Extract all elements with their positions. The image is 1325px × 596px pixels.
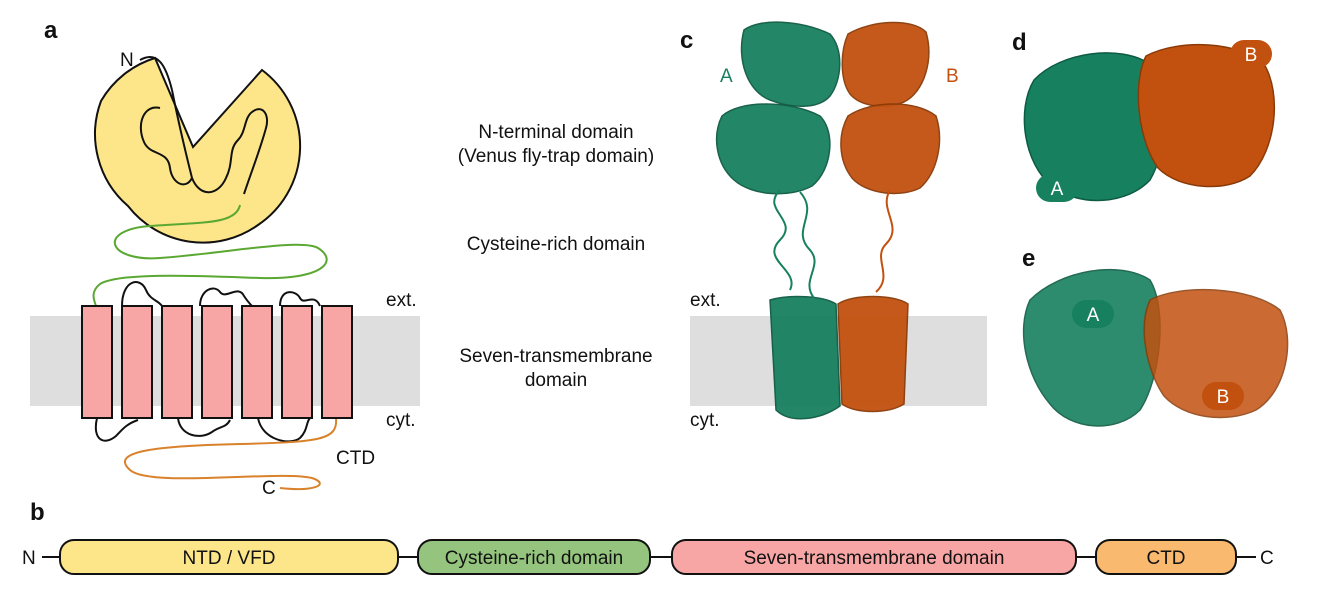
- dimer-structure: A B ext. cyt.: [690, 21, 987, 431]
- cyt-label-a: cyt.: [386, 410, 416, 431]
- icl3: [257, 417, 311, 443]
- n-terminus-label: N: [120, 50, 134, 71]
- ecl2: [199, 287, 253, 307]
- chain-b-label-c: B: [946, 66, 959, 87]
- tm-label-line2: domain: [525, 370, 587, 391]
- chain-a-label-d: A: [1051, 179, 1064, 200]
- chain-a-top-view: [1023, 52, 1165, 202]
- panel-label-c: c: [680, 27, 693, 54]
- bar-segment-ctd-label: CTD: [1146, 548, 1185, 569]
- bar-n-terminus: N: [22, 548, 36, 569]
- ntd-label-line1: N-terminal domain: [478, 122, 633, 143]
- chain-b-structure: [837, 21, 941, 413]
- vft-chain-right: [171, 89, 268, 195]
- tm-helix-3: [161, 305, 193, 419]
- chain-a-linker: [773, 189, 793, 291]
- chain-b-label-d: B: [1245, 45, 1258, 66]
- chain-a-bottom-view: [1022, 268, 1161, 427]
- panel-label-b: b: [30, 499, 45, 526]
- n-terminus-line: [139, 56, 173, 91]
- domain-bar: N NTD / VFD Cysteine-rich domain Seven-t…: [22, 539, 1274, 575]
- tm-label-line1: Seven-transmembrane: [459, 346, 652, 367]
- chain-b-linker: [875, 189, 894, 293]
- chain-a-label-e: A: [1087, 305, 1100, 326]
- chain-a-structure: [715, 21, 841, 420]
- tm-helix-5: [241, 305, 273, 419]
- tm-helix-2: [121, 305, 153, 419]
- tm-helix-6: [281, 305, 313, 419]
- cysteine-rich-loop: [92, 204, 328, 307]
- chain-b-badge-d: [1230, 40, 1272, 68]
- ext-label-c: ext.: [690, 290, 721, 311]
- venus-fly-trap-shape: [94, 56, 302, 244]
- chain-b-label-e: B: [1217, 387, 1230, 408]
- panel-label-e: e: [1022, 245, 1035, 272]
- crd-label: Cysteine-rich domain: [467, 234, 645, 255]
- c-terminus-label: C: [262, 478, 276, 499]
- ext-label-a: ext.: [386, 290, 417, 311]
- ecl1: [121, 281, 163, 307]
- icl1: [94, 417, 139, 442]
- panel-label-d: d: [1012, 29, 1027, 56]
- tm-helix-7: [321, 305, 353, 419]
- chain-b-badge-e: [1202, 382, 1244, 410]
- vft-chain-left: [139, 106, 193, 186]
- bar-segment-tm-label: Seven-transmembrane domain: [744, 548, 1005, 569]
- ctd-label: CTD: [336, 448, 375, 469]
- ntd-label-line2: (Venus fly-trap domain): [458, 146, 654, 167]
- bar-segment-crd-label: Cysteine-rich domain: [445, 548, 623, 569]
- tm-helix-1: [81, 305, 113, 419]
- icl2: [177, 417, 231, 437]
- domain-labels: N-terminal domain (Venus fly-trap domain…: [458, 122, 654, 391]
- bar-segment-ntd-label: NTD / VFD: [183, 548, 276, 569]
- bar-c-terminus: C: [1260, 548, 1274, 569]
- c-terminal-tail: [124, 417, 338, 491]
- top-view-structure: A B: [1023, 40, 1276, 202]
- chain-b-bottom-view: [1143, 288, 1289, 419]
- cyt-label-c: cyt.: [690, 410, 720, 431]
- topology-diagram: N ext. cyt. CTD C: [30, 50, 420, 499]
- chain-a-linker-2: [799, 191, 816, 299]
- chain-a-label-c: A: [720, 66, 733, 87]
- panel-label-a: a: [44, 17, 58, 44]
- ecl3: [279, 291, 321, 307]
- chain-a-badge-e: [1072, 300, 1114, 328]
- bottom-view-structure: A B: [1022, 268, 1289, 427]
- chain-a-badge-d: [1036, 174, 1078, 202]
- tm-helix-4: [201, 305, 233, 419]
